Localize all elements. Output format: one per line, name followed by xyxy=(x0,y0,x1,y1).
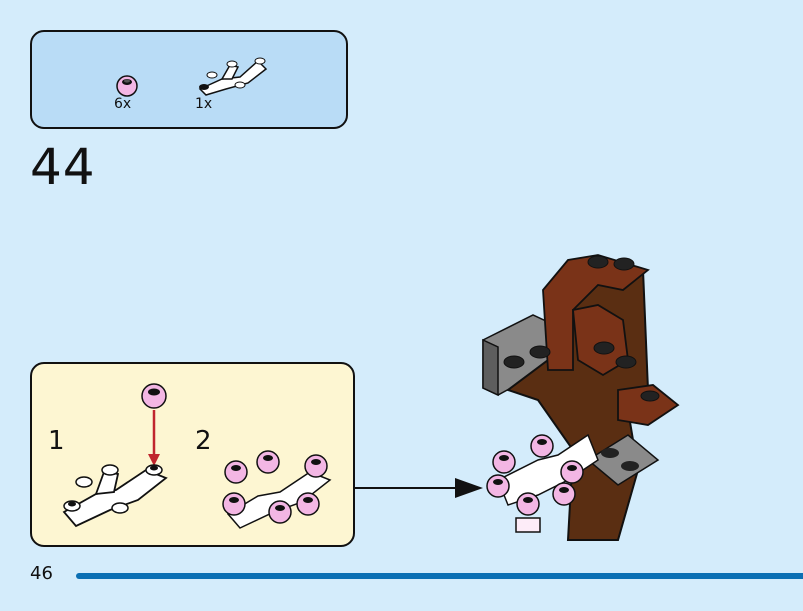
substep-number-2: 2 xyxy=(195,426,212,456)
white-branch-part xyxy=(198,57,268,96)
page-progress-bar xyxy=(76,573,803,579)
substep-1-illustration xyxy=(62,383,168,528)
page-number: 46 xyxy=(30,563,53,584)
substep-number-1: 1 xyxy=(48,426,65,456)
substep-2-illustration xyxy=(222,450,332,529)
step-number: 44 xyxy=(30,138,96,196)
pink-flower-quantity: 6x xyxy=(114,96,132,112)
callout-arrow xyxy=(355,478,483,498)
pink-flower-part xyxy=(116,75,138,97)
substep-callout-box: 1 2 xyxy=(30,362,355,547)
white-branch-quantity: 1x xyxy=(195,96,213,112)
parts-list-box: 6x 1x xyxy=(30,30,348,129)
tree-model-illustration xyxy=(482,254,680,541)
